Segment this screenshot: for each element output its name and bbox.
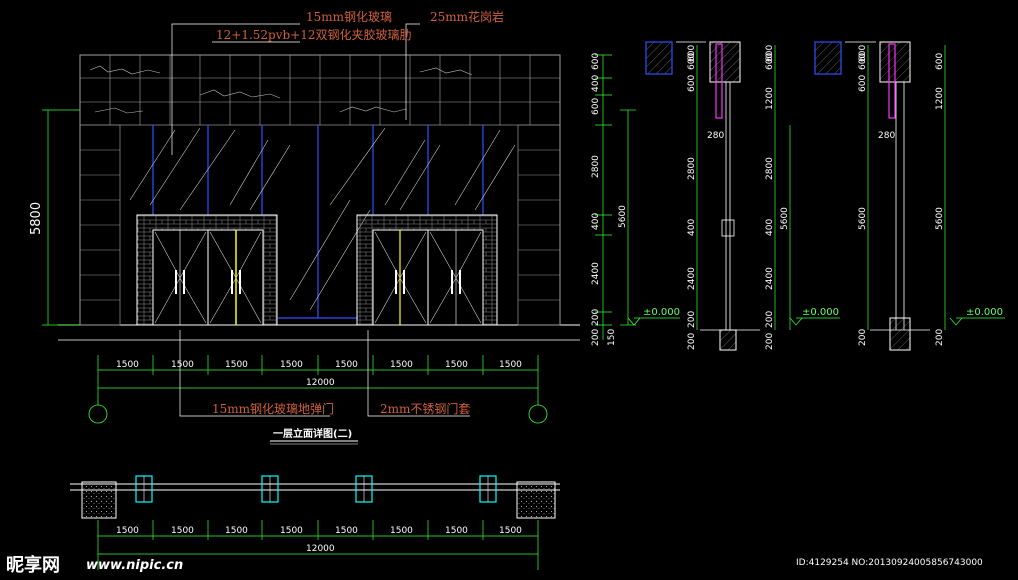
sb-right-dim-4: 200 [935,329,945,346]
section-a [645,41,840,351]
sb-left-dim-1: 600 [858,53,868,70]
sb-right-dim-1: 600 [935,53,945,70]
section-b [814,41,1005,351]
sb-level: ±0.000 [966,307,1003,318]
plan-dim-7: 1500 [445,526,468,536]
granite-veins [89,65,473,114]
sa-right-dim-2: 1200 [765,87,775,110]
rv-dim-4: 2800 [591,155,601,178]
axis-bubbles [88,400,548,424]
bay-dim-6: 1500 [390,360,413,370]
granite-joints [80,55,560,125]
plan-dim-5: 1500 [335,526,358,536]
height-dim-line [42,109,80,326]
plan-dim-2: 1500 [171,526,194,536]
rv-dim-3: 600 [591,98,601,115]
watermark-url: www.nipic.cn [86,558,183,573]
sa-level: ±0.000 [802,307,839,318]
rv-dim-6: 2400 [591,262,601,285]
watermark-id: ID:4129254 NO:20130924005856743000 [796,558,983,568]
rv-total: 5600 [618,205,628,228]
column-joints [80,149,560,301]
bottom-leaders [179,330,470,417]
drawing-title: 一层立面详图(二) [273,427,352,440]
rv-dim-8: 150 [607,329,617,346]
sb-left-dim-3: 5600 [858,207,868,230]
plan-dim-3: 1500 [225,526,248,536]
sa-right-dim-1: 600 [765,53,775,70]
rv-dim-2: 400 [591,75,601,92]
note-tempered-glass: 15mm钢化玻璃 [306,10,392,24]
bay-dim-2: 1500 [171,360,194,370]
sb-right-dim-3: 5600 [935,207,945,230]
bay-dim-8: 1500 [499,360,522,370]
sa-top-dim-2: 600 [765,45,775,62]
sa-left-dim-5: 2400 [687,267,697,290]
bay-dim-5: 1500 [335,360,358,370]
sa-left-dim-2: 600 [687,75,697,92]
plan-total-width: 12000 [306,544,335,554]
plan-dim-8: 1500 [499,526,522,536]
sb-beam-width: 280 [878,131,895,141]
sa-left-dim-4: 400 [687,219,697,236]
sb-left-dim-2: 600 [858,75,868,92]
sa-left-dim-3: 2800 [687,157,697,180]
sa-overall: 5600 [780,207,790,230]
sa-footer-left: 200 [687,333,697,350]
sa-top-dim-1: 600 [687,45,697,62]
watermark-logo: 昵享网 [6,554,60,576]
note-door-frame: 2mm不锈钢门套 [380,401,470,416]
elevation-level-marker [627,317,680,326]
sa-right-dim-6: 200 [765,311,775,328]
sa-left-dim-6: 200 [687,311,697,328]
sa-footer-right: 200 [765,333,775,350]
rv-dim-7: 200 [591,309,601,326]
note-granite: 25mm花岗岩 [430,9,504,24]
sb-left-dim-4: 200 [858,329,868,346]
sa-right-dim-3: 2800 [765,157,775,180]
bay-dim-7: 1500 [445,360,468,370]
sb-top-dim-1: 600 [858,45,868,62]
bay-dim-4: 1500 [280,360,303,370]
sb-right-dim-2: 1200 [935,87,945,110]
bay-dim-3: 1500 [225,360,248,370]
total-width: 12000 [306,378,335,388]
right-door [356,214,498,326]
height-total-label: 5800 [29,202,44,235]
rv-base: 200 [591,329,601,346]
right-vdim-lines [595,54,636,340]
plan-view [70,475,560,570]
note-laminated-glass: 12+1.52pvb+12双钢化夹胶玻璃肋 [216,27,412,42]
plan-dim-1: 1500 [116,526,139,536]
bay-dim-lines [97,355,539,400]
rv-dim-5: 400 [591,213,601,230]
sa-right-dim-4: 400 [765,219,775,236]
elevation-view: 5800 600 400 600 2800 400 2400 200 150 5… [29,9,680,445]
sa-left-dim-1: 600 [687,53,697,70]
plan-dim-4: 1500 [280,526,303,536]
rv-dim-1: 600 [591,53,601,70]
sa-right-dim-5: 2400 [765,267,775,290]
bay-dim-1: 1500 [116,360,139,370]
plan-dim-6: 1500 [390,526,413,536]
note-door-glass: 15mm钢化玻璃地弹门 [212,401,334,416]
elevation-level: ±0.000 [643,307,680,318]
sa-beam-width: 280 [707,131,724,141]
left-door [136,214,278,326]
top-leaders [171,23,420,155]
